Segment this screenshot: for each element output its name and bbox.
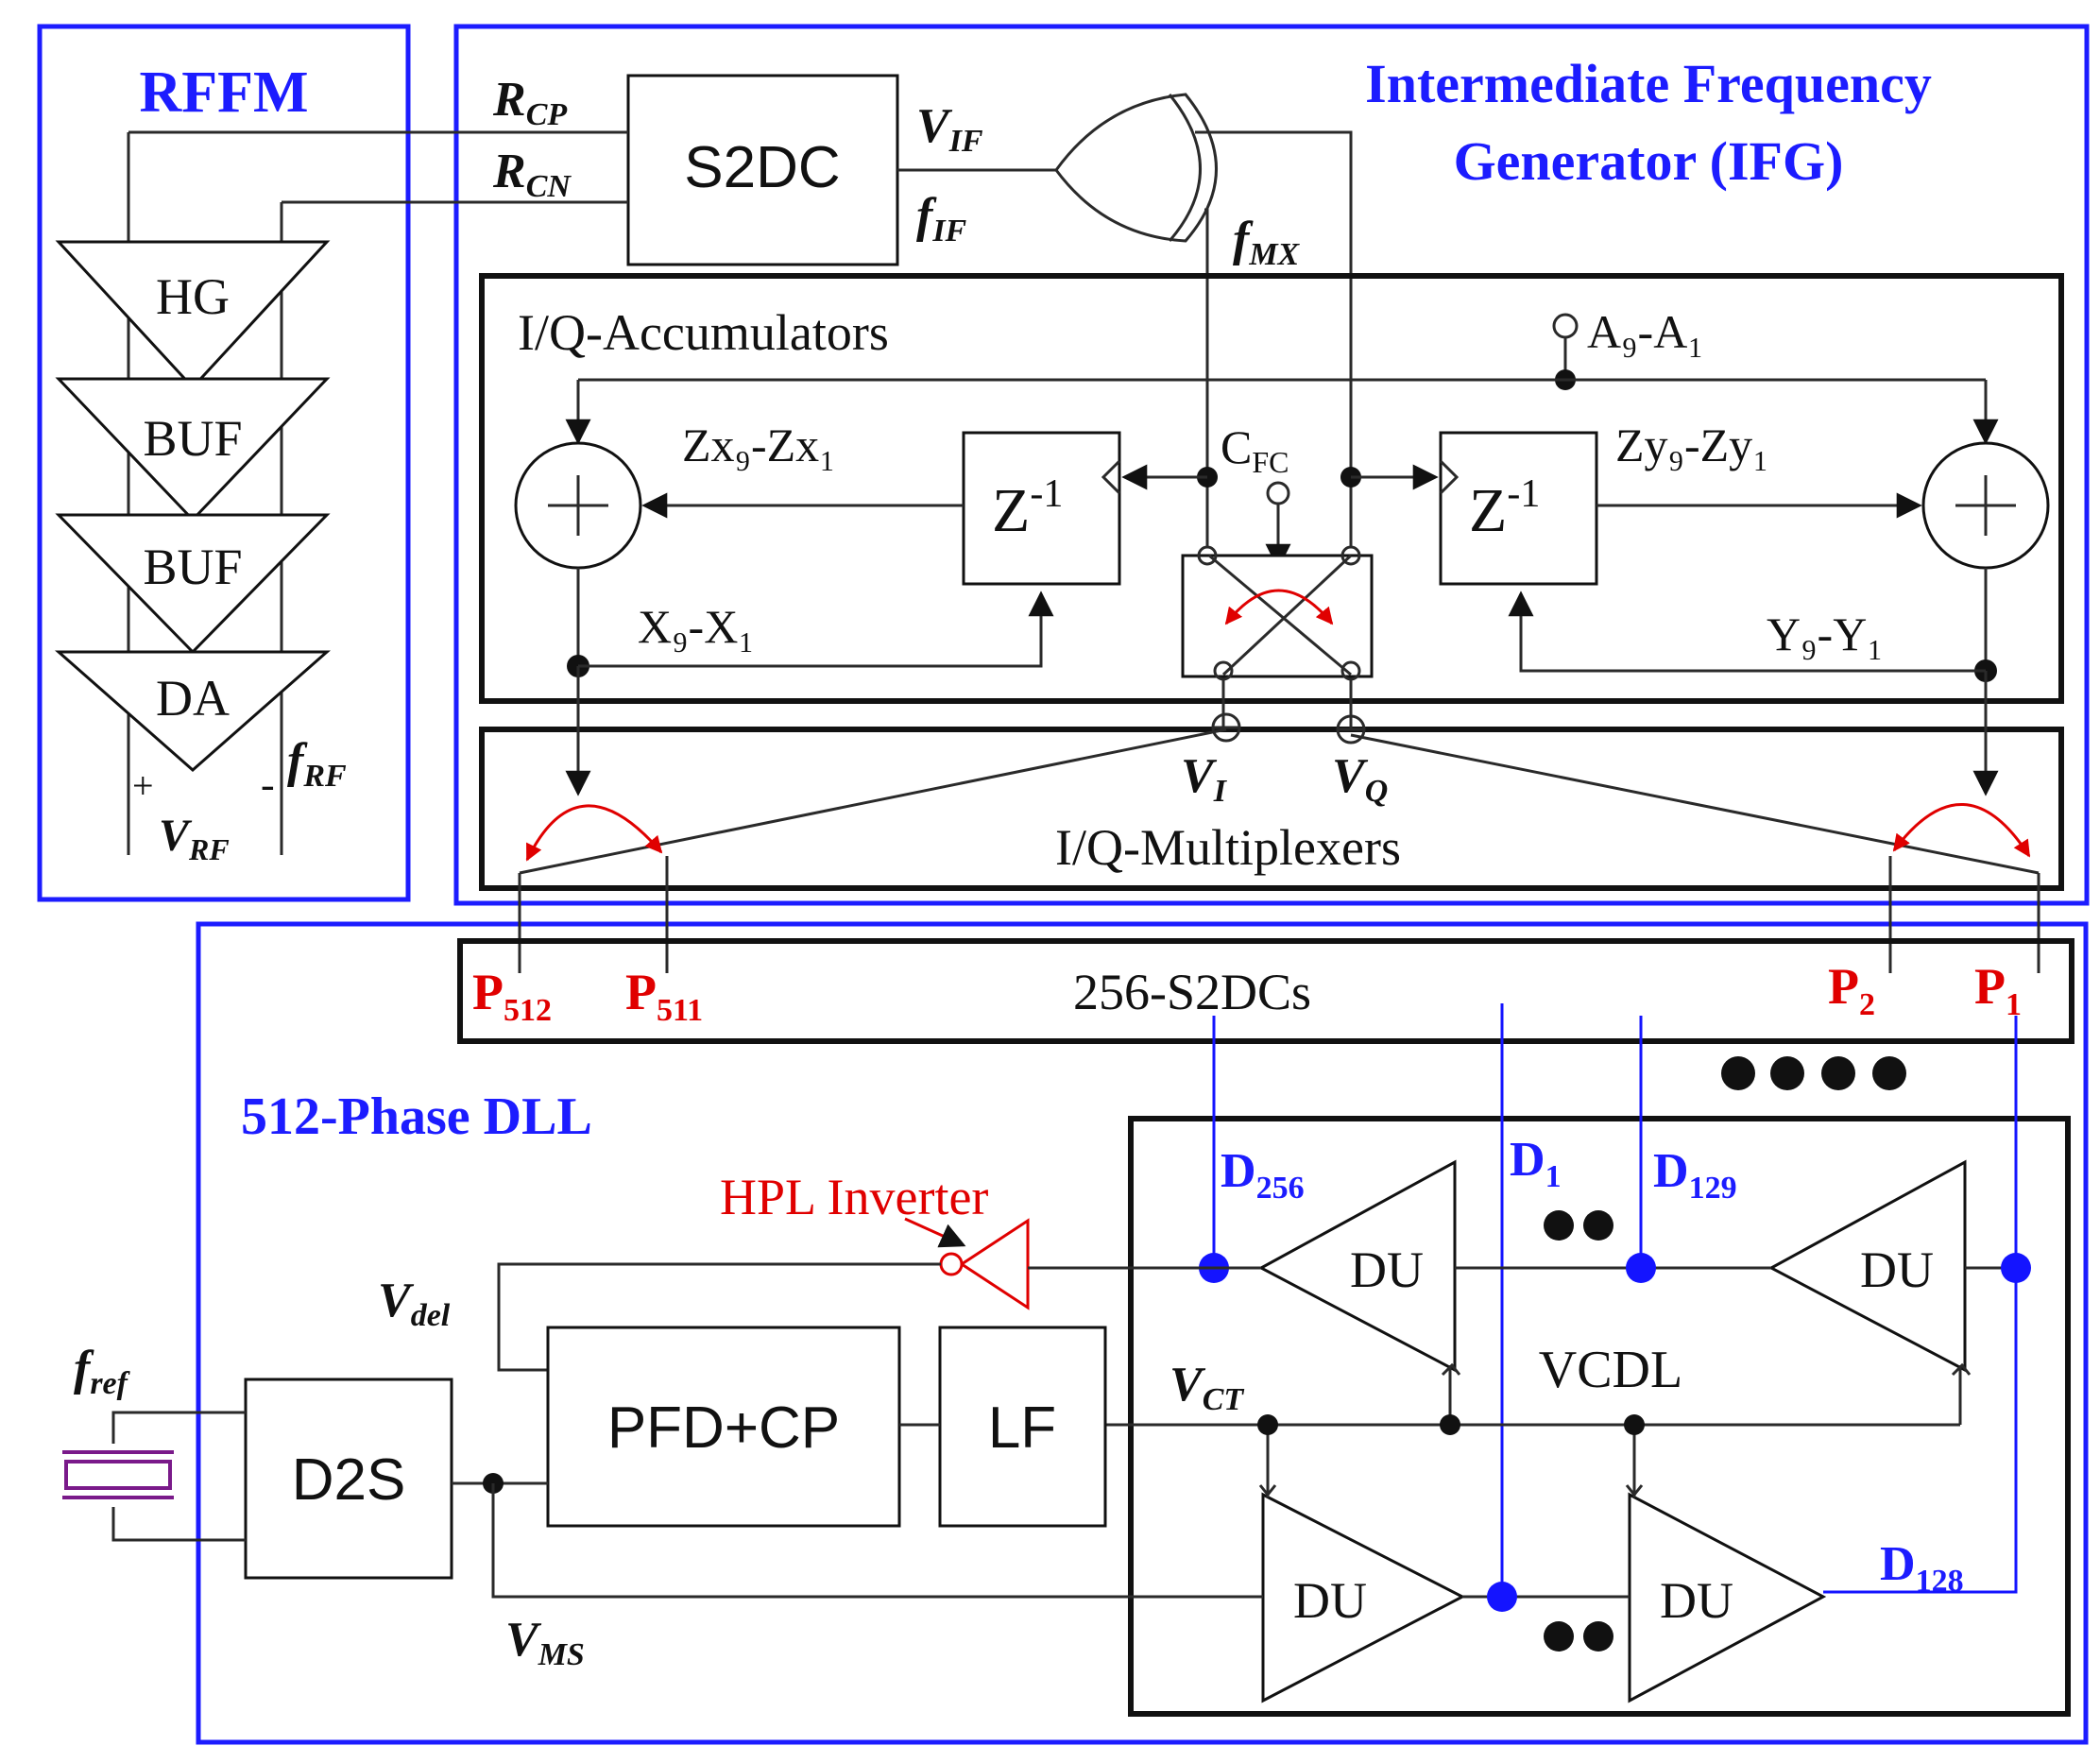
zx-label: Zx₉-Zx₁ [682,419,836,471]
s2dc-label: S2DC [684,135,840,200]
buf1-label: BUF [143,410,242,467]
du-top-right [1767,1159,1967,1373]
frf-label: fRF [287,734,347,794]
fmx-label: fMX [1233,213,1301,272]
cfc-label: CFC [1221,420,1289,479]
vcdl-label: VCDL [1539,1341,1682,1399]
d128-label: D128 [1880,1537,1964,1599]
right-mux-swap-arrow [1892,803,2031,858]
fref-label: fref [74,1342,131,1401]
vi-label: VI [1181,749,1228,809]
rcn-label: RCN [492,145,572,204]
p511-label: P511 [625,964,703,1028]
d256-label: D256 [1221,1144,1305,1206]
rffm-title: RFFM [139,60,308,125]
vms-label: VMS [505,1613,585,1672]
vrf-plus: + [132,764,154,807]
s2dc-block [626,74,899,266]
xor-gate [1054,93,1218,243]
vif-label: VIF [916,99,983,159]
s2dcs-bank [457,938,2074,1044]
hpl-inverter-label: HPL Inverter [720,1169,988,1225]
hpl-pointer-arrow [904,1217,966,1248]
crossbar-swap-arrow [1224,589,1334,625]
p1-label: P1 [1974,958,2022,1022]
x-label: X₉-X₁ [638,600,755,653]
hg-amplifier [55,240,331,390]
vrf-label: VRF [159,811,230,866]
ifg-title-line2: Generator (IFG) [1454,130,1844,192]
du-top-left-label: DU [1350,1241,1424,1298]
d129-label: D129 [1653,1144,1737,1206]
rffm-frame [37,24,411,902]
d2s-block [244,1378,453,1580]
vct-label: VCT [1170,1358,1244,1417]
lf-label: LF [988,1395,1056,1461]
vdel-label: Vdel [378,1274,451,1333]
right-delay-register [1439,431,1598,586]
crossbar-switch [1181,554,1374,678]
p512-label: P512 [472,964,552,1028]
hpl-inverter [959,1218,1030,1310]
hg-label: HG [156,268,230,325]
da-amplifier [55,650,331,772]
buf2-label: BUF [143,539,242,595]
p2-label: P2 [1828,958,1875,1022]
du-bottom-left-label: DU [1293,1572,1367,1629]
left-mux-swap-arrow [525,804,663,862]
buf-amplifier-1 [55,377,331,522]
dll-frame [196,921,2089,1745]
d2s-label: D2S [292,1447,406,1513]
left-zinv-label: Z-1 [992,472,1063,545]
ifg-frame [453,24,2090,906]
vq-label: VQ [1332,749,1388,809]
vcdl-block [1128,1116,2071,1717]
buf-amplifier-2 [55,513,331,655]
right-zinv-label: Z-1 [1469,472,1540,545]
a-label: A₉-A₁ [1587,305,1704,358]
ifg-title-line1: Intermediate Frequency [1365,53,1932,114]
dll-title: 512-Phase DLL [241,1087,592,1146]
accumulators-title: I/Q-Accumulators [518,304,889,361]
rcp-label: RCP [492,73,567,132]
multiplexers-title: I/Q-Multiplexers [1055,819,1401,876]
da-label: DA [156,670,230,727]
vrf-minus: - [261,762,275,808]
crystal-resonator [64,1460,172,1490]
lf-block [938,1326,1107,1528]
du-bottom-right-label: DU [1660,1572,1733,1629]
d1-label: D1 [1510,1133,1562,1194]
fif-label: fIF [916,189,967,248]
pfd-cp-label: PFD+CP [607,1395,840,1461]
s2dcs-title: 256-S2DCs [1073,964,1311,1020]
accumulators-block [479,273,2064,704]
y-label: Y₉-Y₁ [1767,608,1884,660]
left-delay-register [962,431,1121,586]
zy-label: Zy₉-Zy₁ [1615,419,1769,471]
du-top-left [1257,1159,1457,1373]
du-top-right-label: DU [1860,1241,1934,1298]
multiplexers-block [479,727,2064,891]
pfd-cp-block [546,1326,901,1528]
